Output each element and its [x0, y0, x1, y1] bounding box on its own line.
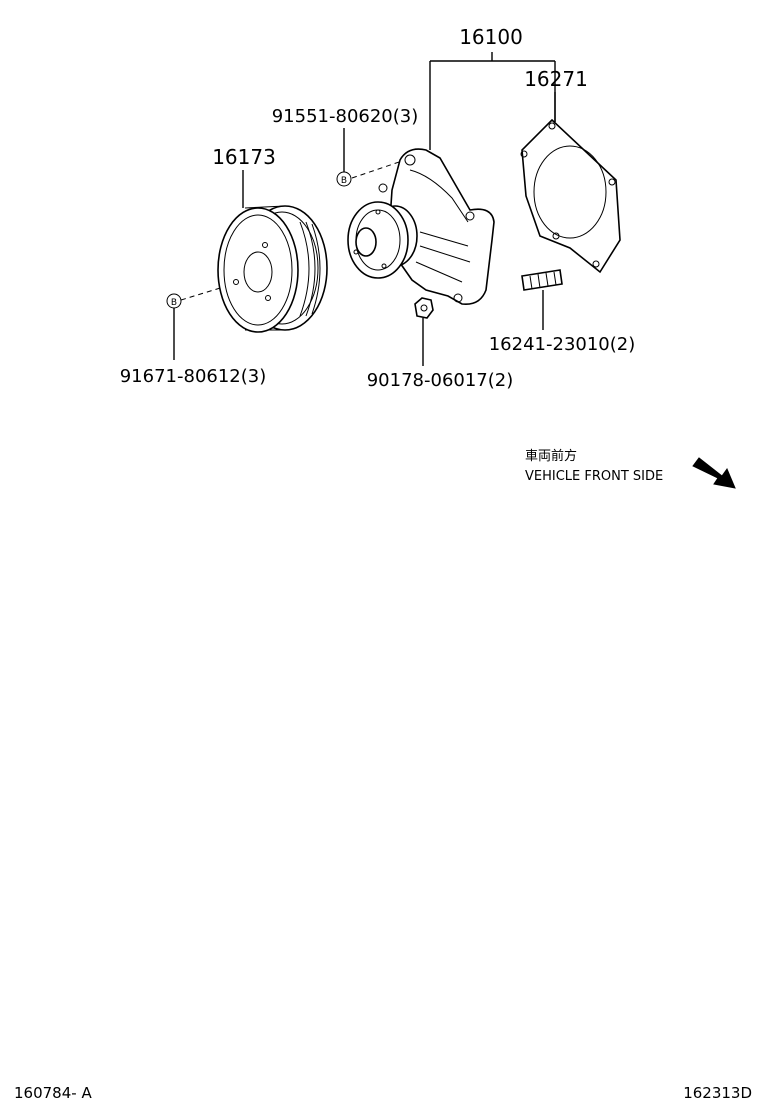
bolt-marker-pump: B	[336, 171, 352, 187]
bolt-marker-pulley: B	[166, 293, 182, 309]
label-16271[interactable]: 16271	[524, 67, 588, 91]
footer-left-code: 160784- A	[14, 1084, 92, 1102]
front-direction-arrow-icon	[692, 457, 736, 489]
label-16173[interactable]: 16173	[212, 145, 276, 169]
gasket-drawing	[520, 118, 621, 274]
leader-lines	[173, 52, 556, 366]
nut-drawing	[414, 297, 434, 319]
bolt-marker-pump-letter: B	[341, 176, 347, 186]
water-pump-drawing	[347, 148, 495, 306]
pulley-drawing	[217, 205, 328, 333]
label-91671-80612[interactable]: 91671-80612(3)	[120, 366, 267, 387]
label-16100[interactable]: 16100	[459, 25, 523, 49]
bolt-marker-pulley-letter: B	[171, 298, 177, 308]
label-16241-23010[interactable]: 16241-23010(2)	[489, 334, 636, 355]
direction-note-japanese: 車両前方	[525, 448, 577, 464]
stud-drawing	[521, 269, 563, 291]
label-90178-06017[interactable]: 90178-06017(2)	[367, 370, 514, 391]
direction-note-english: VEHICLE FRONT SIDE	[525, 469, 663, 484]
label-91551-80620[interactable]: 91551-80620(3)	[272, 106, 419, 127]
footer-right-code: 162313D	[683, 1084, 752, 1102]
